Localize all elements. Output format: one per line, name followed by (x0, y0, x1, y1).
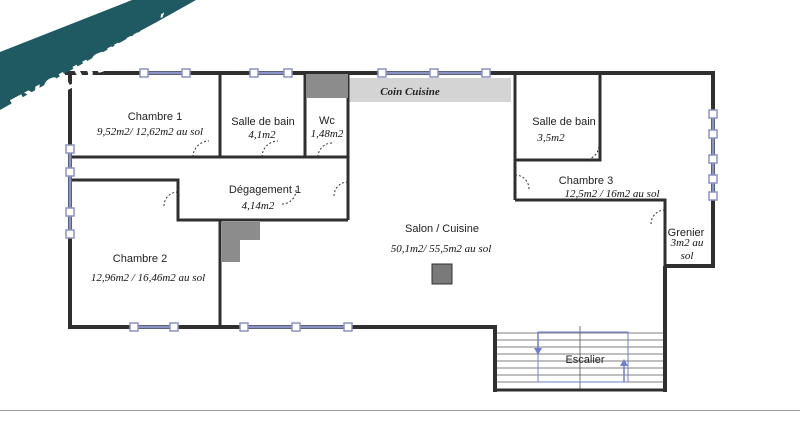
staircase (497, 326, 663, 390)
room-area-chambre3: 12,5m2 / 16m2 au sol (564, 188, 659, 200)
column-block-top (306, 74, 348, 98)
column-block-left (222, 222, 260, 262)
room-name-chambre2: Chambre 2 (113, 253, 167, 265)
room-name-grenier: Grenier (668, 227, 705, 239)
kitchen-counter-label: Coin Cuisine (380, 86, 440, 98)
room-name-salon: Salon / Cuisine (405, 223, 479, 235)
salon-pillar (431, 263, 453, 285)
kitchen-counter (348, 78, 511, 102)
room-area-wc: 1,48m2 (311, 128, 344, 140)
windows (65, 68, 718, 332)
room-name-sdb2: Salle de bain (532, 116, 596, 128)
room-area-grenier-line1: 3m2 au (670, 237, 704, 249)
room-name-wc: Wc (319, 115, 335, 127)
room-name-sdb1: Salle de bain (231, 116, 295, 128)
room-area-sdb1: 4,1m2 (248, 129, 276, 141)
room-area-salon: 50,1m2/ 55,5m2 au sol (391, 243, 492, 255)
exclusivite-banner: EXCLUSIVITÉ (0, 0, 196, 123)
room-name-chambre3: Chambre 3 (559, 175, 613, 187)
door-swings (163, 140, 666, 225)
room-name-degagement: Dégagement 1 (229, 184, 301, 196)
inner-walls (70, 73, 667, 327)
footer-divider (0, 410, 800, 411)
room-area-degagement: 4,14m2 (242, 200, 275, 212)
room-area-chambre2: 12,96m2 / 16,46m2 au sol (91, 272, 205, 284)
room-name-escalier: Escalier (565, 354, 604, 366)
room-area-sdb2: 3,5m2 (536, 132, 565, 144)
room-area-grenier-line2: sol (681, 250, 694, 262)
room-name-chambre1: Chambre 1 (128, 111, 182, 123)
room-area-chambre1: 9,52m2/ 12,62m2 au sol (97, 126, 203, 138)
